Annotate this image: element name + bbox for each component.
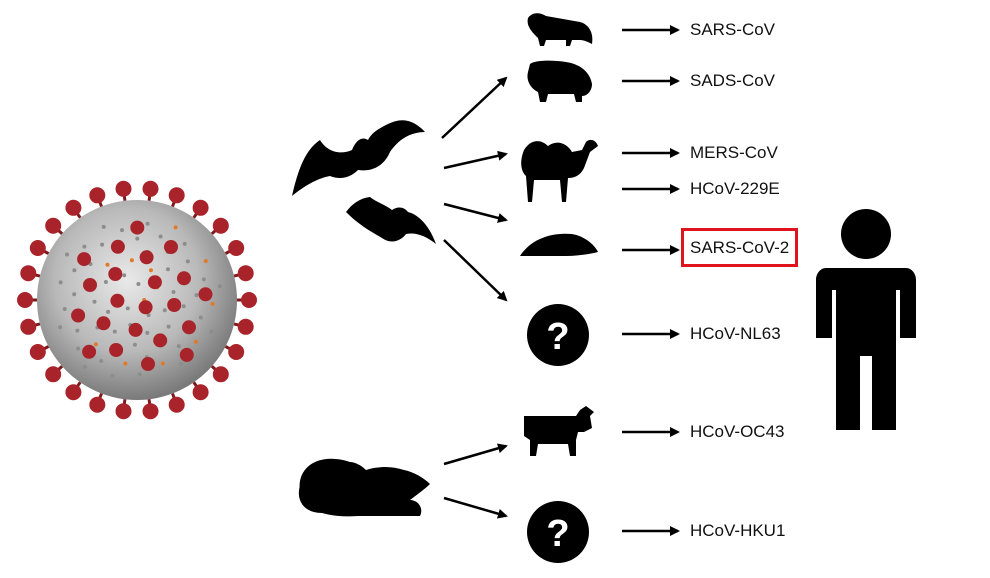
bat-icon — [292, 120, 425, 196]
label-hcov-hku1: HCoV-HKU1 — [690, 521, 786, 540]
unknown-host-symbol: ? — [546, 316, 569, 358]
label-hcov-229e: HCoV-229E — [690, 179, 780, 198]
pig-icon — [527, 60, 592, 102]
camel-icon — [521, 139, 598, 202]
coronavirus-icon — [17, 180, 257, 420]
label-hcov-nl63: HCoV-NL63 — [690, 324, 781, 343]
label-sars-cov-2-highlighted: SARS-CoV-2 — [681, 228, 799, 267]
civet-icon — [527, 13, 593, 46]
bat-icon — [346, 197, 436, 244]
label-sars-cov: SARS-CoV — [690, 20, 776, 39]
transmission-arrows — [441, 76, 508, 519]
cow-icon — [524, 406, 594, 456]
virus-arrows — [622, 25, 680, 536]
rat-icon — [298, 458, 430, 517]
label-mers-cov: MERS-CoV — [690, 143, 778, 162]
label-hcov-oc43: HCoV-OC43 — [690, 422, 785, 441]
question-mark-icon: ? — [527, 501, 589, 563]
unknown-host-symbol: ? — [546, 513, 569, 555]
label-sads-cov: SADS-CoV — [690, 71, 776, 90]
human-icon — [816, 209, 916, 430]
question-mark-icon: ? — [527, 304, 589, 366]
pangolin-icon — [520, 233, 598, 256]
